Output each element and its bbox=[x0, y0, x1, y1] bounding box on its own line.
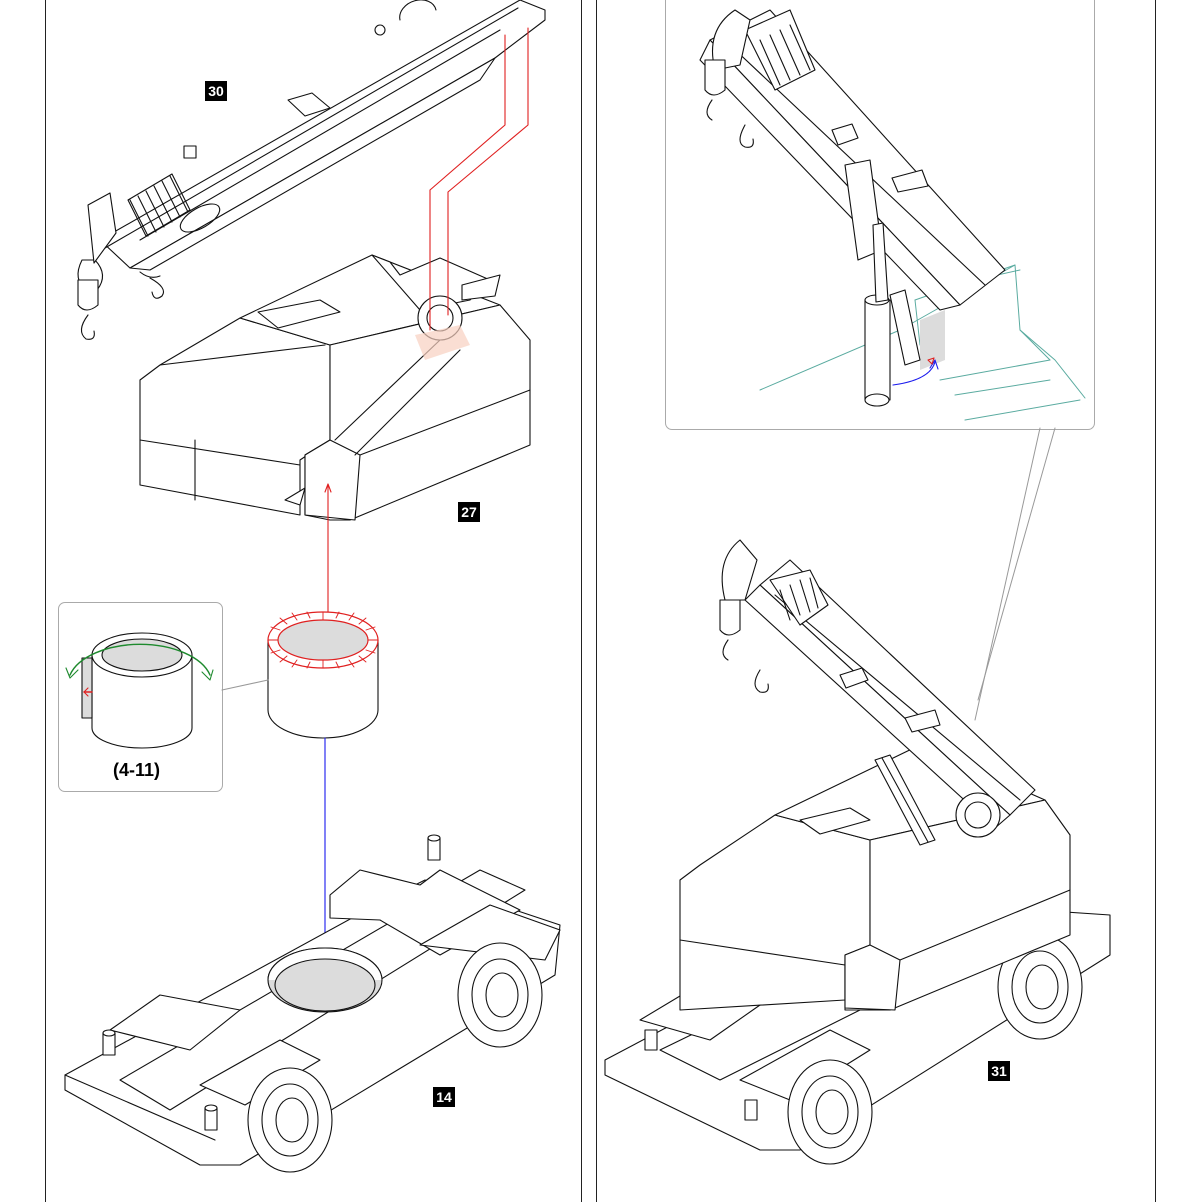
step-badge-assembled: 31 bbox=[988, 1061, 1010, 1081]
step-badge-chassis: 14 bbox=[433, 1087, 455, 1107]
boom-part bbox=[78, 0, 545, 339]
zoom-inset-illustration bbox=[700, 10, 1085, 420]
detail-ring-illustration bbox=[66, 633, 213, 748]
assembled-crane bbox=[605, 540, 1110, 1164]
detail-label: (4-11) bbox=[113, 760, 161, 780]
step-badge-cab: 27 bbox=[458, 502, 480, 522]
zoom-callout-lines bbox=[975, 428, 1055, 720]
step-badge-boom: 30 bbox=[205, 81, 227, 101]
right-panel bbox=[596, 0, 1156, 1202]
left-panel bbox=[45, 0, 582, 1202]
cab-part bbox=[140, 255, 530, 520]
glue-guide-lines bbox=[325, 28, 528, 615]
chassis-part bbox=[65, 835, 560, 1172]
ring-collar-part bbox=[222, 612, 378, 738]
